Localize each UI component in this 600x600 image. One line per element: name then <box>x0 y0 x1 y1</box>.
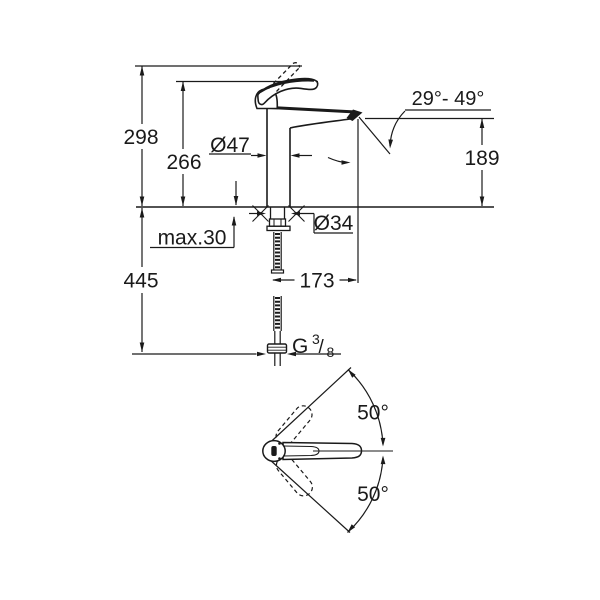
arrow-stream <box>341 160 351 165</box>
arrow-189-up <box>479 118 485 128</box>
arrow-thread-right <box>287 351 296 357</box>
thread-label-slash: / <box>319 337 325 358</box>
swivel-ray-upper <box>268 367 352 444</box>
dim-label-swivel-upper: 50° <box>357 402 389 425</box>
arrow-445-down <box>139 342 145 352</box>
arrow-298-up <box>139 66 145 76</box>
arrow-max30-up <box>231 216 237 226</box>
arrow-dia47-left <box>257 153 267 158</box>
dim-label-hole-diameter: Ø34 <box>314 212 354 235</box>
dia34-leader <box>300 212 353 234</box>
dim-label-height-below-deck: 445 <box>123 270 158 293</box>
thread-label-denominator: 8 <box>327 344 335 360</box>
hose-lower-pipe <box>274 331 281 344</box>
arrow-swivel-upper-inner <box>380 437 386 447</box>
mounting-nut-facets <box>273 219 282 227</box>
dim-label-spout-angle-range: 29°- 49° <box>412 88 485 110</box>
dim-label-body-diameter: Ø47 <box>210 134 250 157</box>
aerator-tip <box>346 109 363 121</box>
arrow-swivel-lower-inner <box>380 455 386 465</box>
arrow-298-down <box>139 196 145 206</box>
arrow-173-left <box>272 277 281 283</box>
arrow-dia47-right <box>290 153 300 158</box>
arrow-266-down <box>180 196 186 206</box>
arrow-266-up <box>180 81 186 91</box>
dimension-labels: 298 266 Ø47 29°- 49° 189 Ø34 max.30 445 … <box>123 88 499 506</box>
thread-pipe-end <box>274 353 281 366</box>
arrowheads-and-fills <box>139 66 485 533</box>
stream-direction-line <box>358 116 391 155</box>
thread-label-g: G <box>292 335 308 358</box>
arrow-angle-arc <box>388 139 393 149</box>
supply-hose-upper <box>270 232 285 274</box>
mounting-set <box>266 207 291 232</box>
dim-label-height-to-lever: 266 <box>166 151 201 174</box>
mounting-shank <box>269 207 286 219</box>
arrow-swivel-lower-outer <box>347 524 356 533</box>
hose-upper-walls <box>273 232 282 270</box>
handle-indicator-slot <box>271 446 277 456</box>
lever-raised-dashed <box>268 62 301 92</box>
hose-lower-walls <box>273 296 282 331</box>
arrow-dia34-left <box>257 211 266 216</box>
arrow-thread-left <box>257 351 266 357</box>
supply-hose-lower <box>266 296 288 366</box>
arrow-dia34-right <box>291 211 300 216</box>
label-backers <box>116 124 506 293</box>
dim-label-spout-reach: 173 <box>299 270 334 293</box>
dim-label-spout-outlet-height: 189 <box>464 147 499 170</box>
dim-label-swivel-lower: 50° <box>357 483 389 506</box>
lever-top-edge <box>259 79 315 94</box>
plan-view <box>262 367 393 533</box>
arrow-445-up <box>139 208 145 218</box>
spout-underside <box>289 118 351 129</box>
dim-label-max-deck-thickness: max.30 <box>158 227 227 250</box>
connector-nut-facets <box>267 346 287 351</box>
thread-label-numerator: 3 <box>312 331 320 347</box>
arrow-189-down <box>479 196 485 206</box>
mounting-washer <box>266 225 291 232</box>
handle-pivot-dot-top <box>278 442 281 445</box>
handle-pivot-dot-bottom <box>278 457 281 460</box>
dim-label-height-total: 298 <box>123 126 158 149</box>
drawing-linework <box>132 62 494 533</box>
swivel-ray-lower <box>268 458 351 533</box>
arrow-max30-down <box>233 196 239 206</box>
faucet-body <box>254 77 357 207</box>
arrow-swivel-upper-outer <box>348 369 356 378</box>
arrow-173-right <box>348 277 357 283</box>
hose-upper-endcap <box>270 269 285 274</box>
mounting-nut <box>268 218 287 227</box>
thread-connector-nut <box>266 343 288 354</box>
